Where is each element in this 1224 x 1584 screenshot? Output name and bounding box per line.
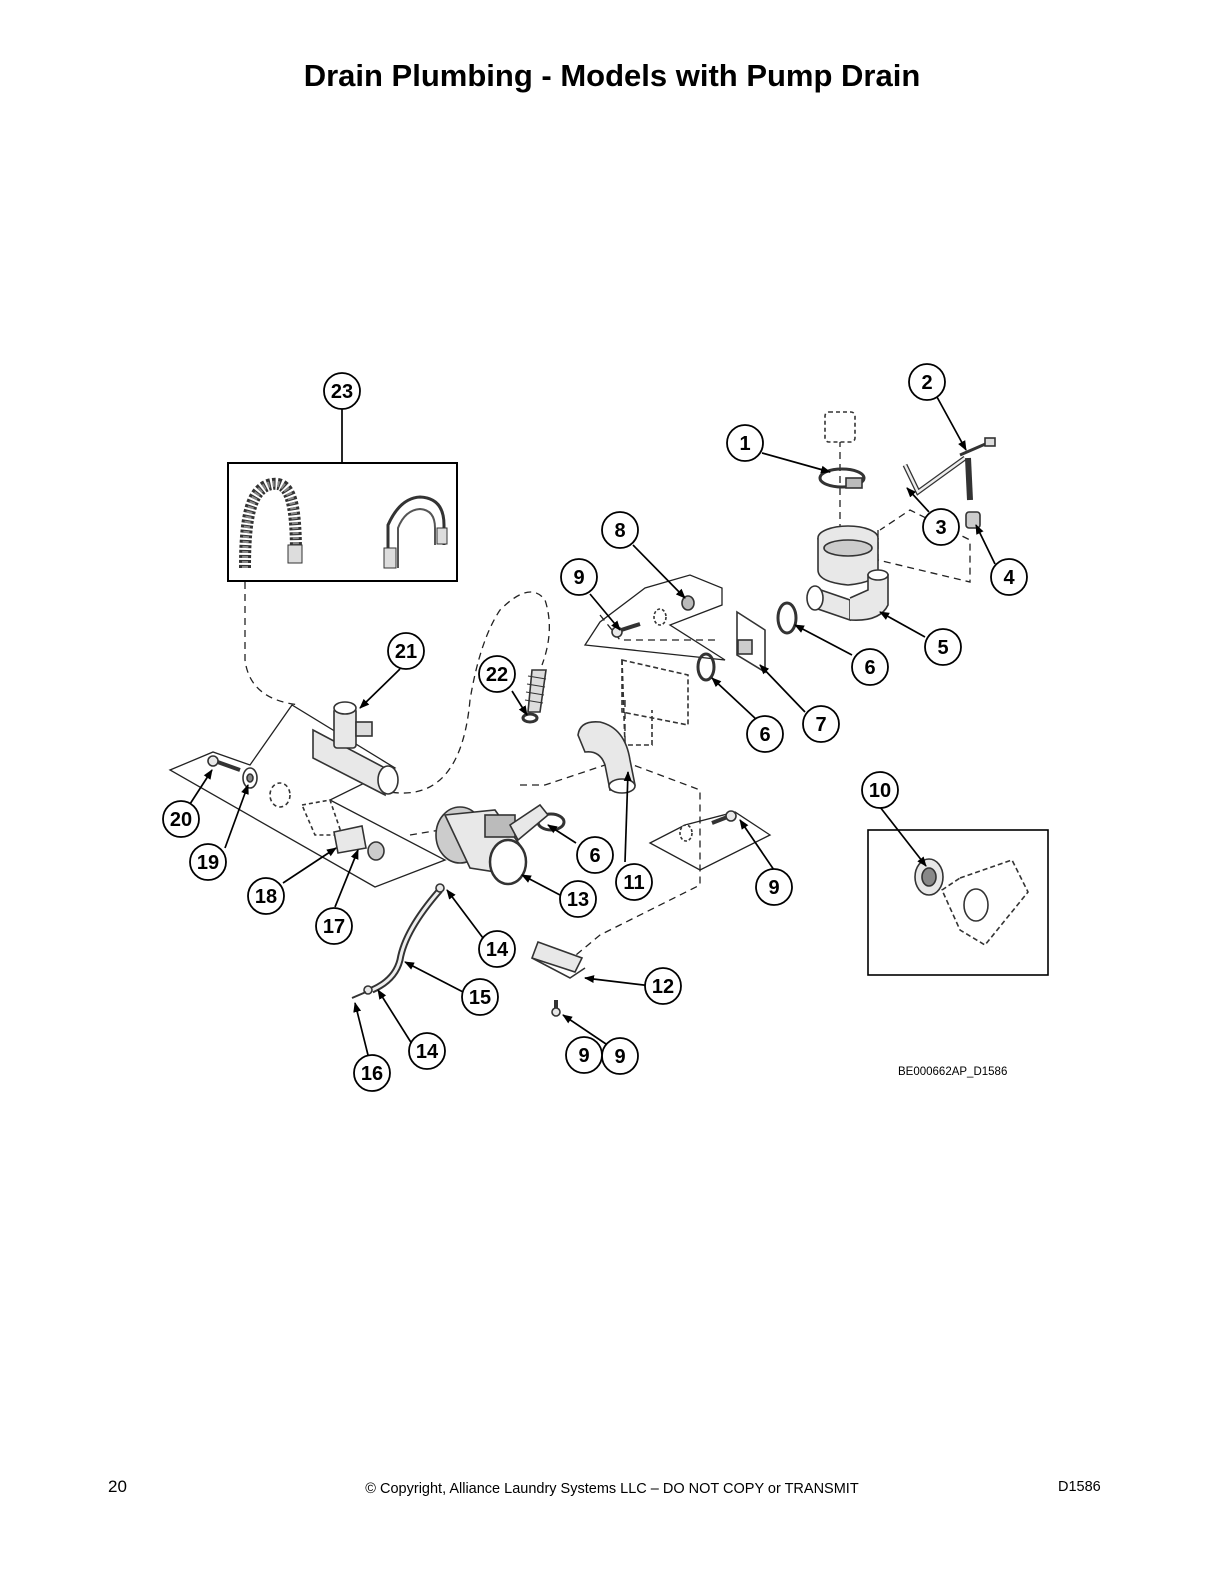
callout-14: 14 bbox=[478, 930, 516, 968]
callout-number: 23 bbox=[331, 381, 353, 403]
callout-circle bbox=[560, 558, 598, 596]
callout-3: 3 bbox=[922, 508, 960, 546]
callout-number: 6 bbox=[759, 724, 770, 746]
callout-13: 13 bbox=[559, 880, 597, 918]
callout-12: 12 bbox=[644, 967, 682, 1005]
page-number: 20 bbox=[108, 1477, 127, 1496]
callout-17: 17 bbox=[315, 907, 353, 945]
callout-number: 7 bbox=[815, 714, 826, 736]
callout-number: 1 bbox=[739, 433, 750, 455]
callout-circle bbox=[746, 715, 784, 753]
callout-circle bbox=[990, 558, 1028, 596]
callout-circle bbox=[726, 424, 764, 462]
callout-9: 9 bbox=[560, 558, 598, 596]
callout-19: 19 bbox=[189, 843, 227, 881]
page-title: Drain Plumbing - Models with Pump Drain bbox=[303, 58, 921, 93]
callout-number: 16 bbox=[361, 1063, 383, 1085]
callout-number: 18 bbox=[255, 886, 277, 908]
callout-11: 11 bbox=[615, 863, 653, 901]
hose-kit-inset bbox=[227, 462, 458, 582]
callout-circle bbox=[922, 508, 960, 546]
assembly-guide-lines bbox=[244, 440, 1036, 961]
callout-9: 9 bbox=[755, 868, 793, 906]
callout-10: 10 bbox=[861, 771, 899, 809]
parts bbox=[207, 411, 1049, 1017]
callout-circle bbox=[861, 771, 899, 809]
callout-number: 9 bbox=[614, 1046, 625, 1068]
callout-number: 20 bbox=[170, 809, 192, 831]
callout-circle bbox=[644, 967, 682, 1005]
callout-circle bbox=[315, 907, 353, 945]
leader-lines bbox=[189, 396, 996, 1056]
callout-6: 6 bbox=[851, 648, 889, 686]
callout-number: 5 bbox=[937, 637, 948, 659]
callout-5: 5 bbox=[924, 628, 962, 666]
callout-22: 22 bbox=[478, 655, 516, 693]
callout-circle bbox=[601, 511, 639, 549]
callout-number: 6 bbox=[589, 845, 600, 867]
callout-circle bbox=[247, 877, 285, 915]
callout-number: 3 bbox=[935, 517, 946, 539]
callout-circle bbox=[576, 836, 614, 874]
callout-circle bbox=[353, 1054, 391, 1092]
callout-number: 9 bbox=[573, 567, 584, 589]
callout-number: 8 bbox=[614, 520, 625, 542]
callout-circle bbox=[478, 930, 516, 968]
callouts: 1234566678999910111213141415161718192021… bbox=[162, 363, 1028, 1092]
callout-number: 2 bbox=[921, 372, 932, 394]
callout-9: 9 bbox=[565, 1036, 603, 1074]
callout-number: 19 bbox=[197, 852, 219, 874]
callout-23: 23 bbox=[323, 372, 361, 410]
mounting-panels bbox=[168, 574, 772, 888]
callout-15: 15 bbox=[461, 978, 499, 1016]
callout-6: 6 bbox=[746, 715, 784, 753]
callout-circle bbox=[461, 978, 499, 1016]
callout-circle bbox=[387, 632, 425, 670]
callout-9: 9 bbox=[601, 1037, 639, 1075]
callout-6: 6 bbox=[576, 836, 614, 874]
callout-18: 18 bbox=[247, 877, 285, 915]
callout-number: 14 bbox=[416, 1041, 439, 1063]
callout-1: 1 bbox=[726, 424, 764, 462]
callout-number: 6 bbox=[864, 657, 875, 679]
callout-number: 9 bbox=[768, 877, 779, 899]
callout-circle bbox=[408, 1032, 446, 1070]
callout-number: 10 bbox=[869, 780, 891, 802]
callout-2: 2 bbox=[908, 363, 946, 401]
callout-number: 22 bbox=[486, 664, 508, 686]
callout-circle bbox=[924, 628, 962, 666]
callout-circle bbox=[565, 1036, 603, 1074]
callout-circle bbox=[559, 880, 597, 918]
callout-circle bbox=[189, 843, 227, 881]
callout-number: 13 bbox=[567, 889, 589, 911]
callout-4: 4 bbox=[990, 558, 1028, 596]
callout-8: 8 bbox=[601, 511, 639, 549]
callout-number: 17 bbox=[323, 916, 345, 938]
callout-number: 15 bbox=[469, 987, 491, 1009]
callout-circle bbox=[802, 705, 840, 743]
callout-circle bbox=[755, 868, 793, 906]
callout-number: 9 bbox=[578, 1045, 589, 1067]
callout-circle bbox=[908, 363, 946, 401]
figure-id: BE000662AP_D1586 bbox=[898, 1066, 1008, 1078]
callout-number: 14 bbox=[486, 939, 509, 961]
callout-14: 14 bbox=[408, 1032, 446, 1070]
document-code: D1586 bbox=[1058, 1479, 1101, 1495]
callout-7: 7 bbox=[802, 705, 840, 743]
callout-21: 21 bbox=[387, 632, 425, 670]
copyright-notice: © Copyright, Alliance Laundry Systems LL… bbox=[365, 1481, 859, 1497]
callout-circle bbox=[478, 655, 516, 693]
callout-number: 12 bbox=[652, 976, 674, 998]
callout-circle bbox=[323, 372, 361, 410]
callout-16: 16 bbox=[353, 1054, 391, 1092]
callout-number: 11 bbox=[623, 872, 644, 894]
callout-number: 4 bbox=[1003, 567, 1015, 589]
callout-number: 21 bbox=[395, 641, 417, 663]
callout-circle bbox=[162, 800, 200, 838]
callout-circle bbox=[615, 863, 653, 901]
callout-20: 20 bbox=[162, 800, 200, 838]
callout-circle bbox=[851, 648, 889, 686]
